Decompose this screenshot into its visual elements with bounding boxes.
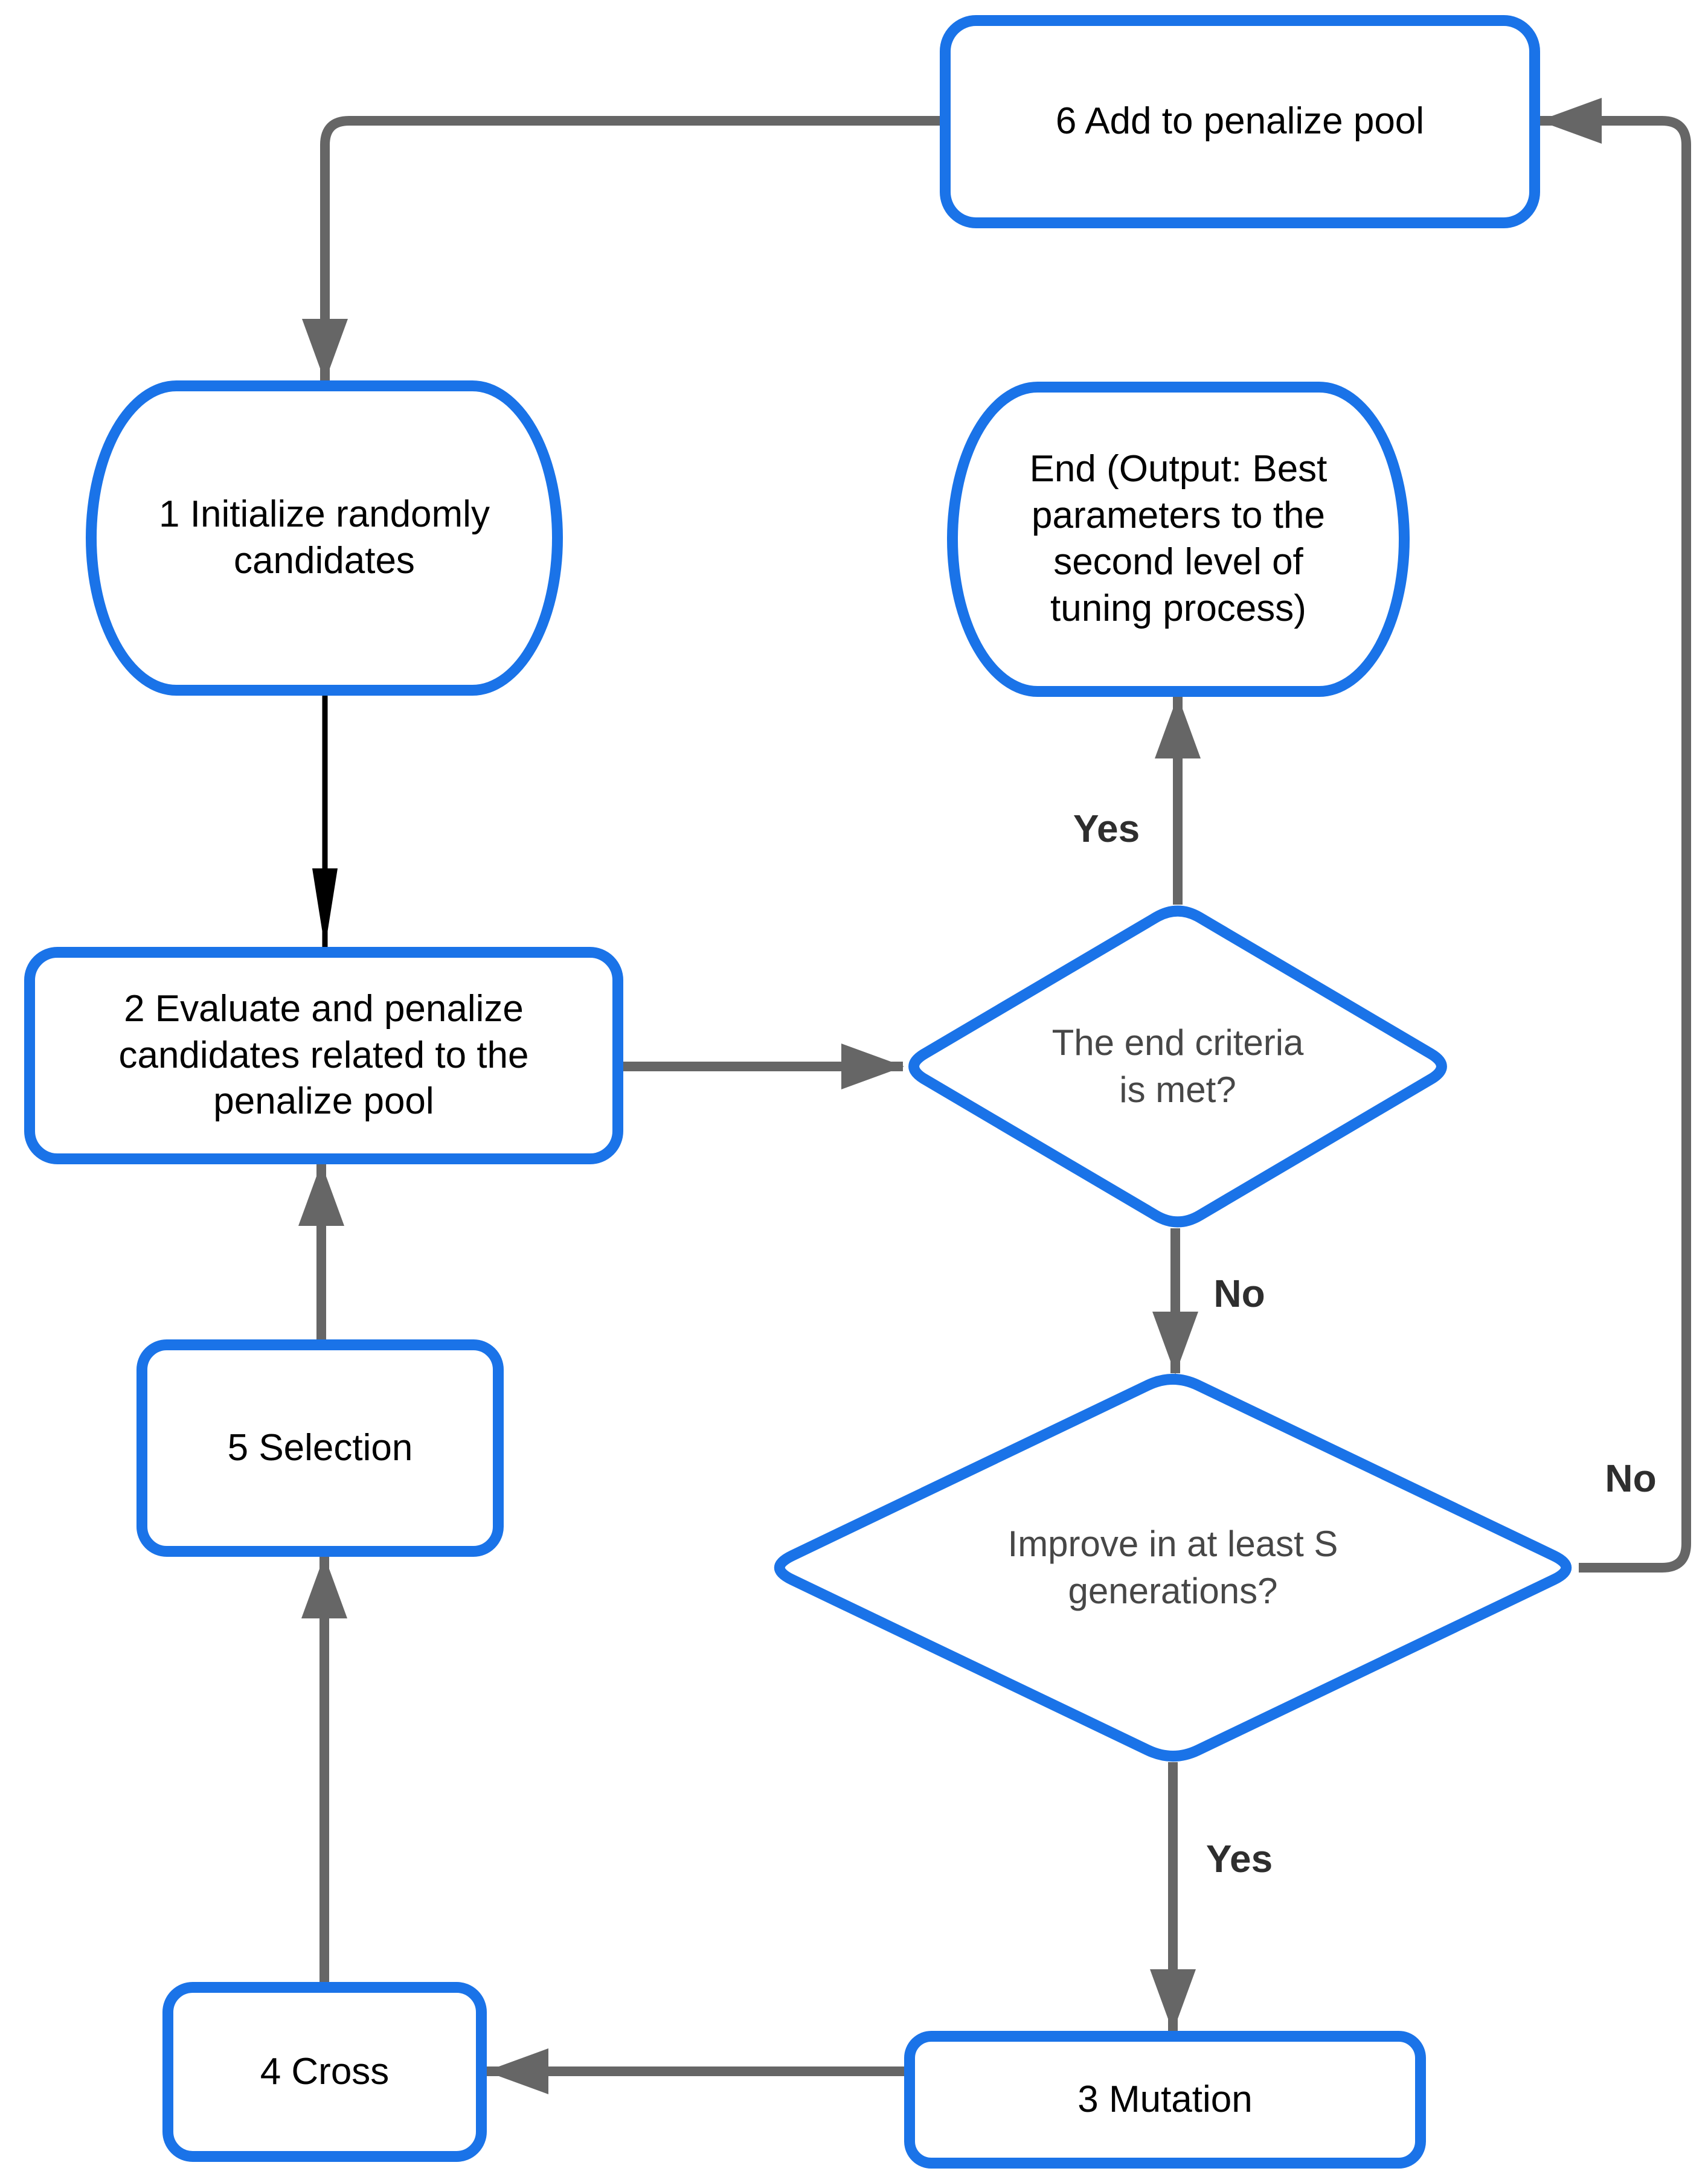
label-line: 2 Evaluate and penalize bbox=[124, 987, 524, 1030]
label-line: 5 Selection bbox=[227, 1426, 413, 1469]
label-line: 4 Cross bbox=[260, 2050, 390, 2092]
node-cross: 4 Cross bbox=[162, 1982, 487, 2162]
node-end-output: End (Output: Best parameters to the seco… bbox=[947, 382, 1410, 697]
improve-label-lines: Improve in at least S generations? bbox=[1008, 1521, 1338, 1615]
label-line: tuning process) bbox=[1050, 587, 1306, 629]
end-criteria-label-lines: The end criteria is met? bbox=[1052, 1019, 1304, 1114]
node-add-to-penalize-pool: 6 Add to penalize pool bbox=[940, 15, 1540, 228]
node-evaluate-and-penalize: 2 Evaluate and penalize candidates relat… bbox=[24, 947, 623, 1164]
edge-improve-to-pool bbox=[1539, 98, 1691, 1573]
node-initialize-label: 1 Initialize randomly candidates bbox=[159, 492, 490, 585]
edge-label-no-to-pool: No bbox=[1605, 1457, 1657, 1500]
node-add-to-penalize-pool-label: 6 Add to penalize pool bbox=[1056, 98, 1424, 145]
node-selection: 5 Selection bbox=[136, 1339, 504, 1557]
label-line: 1 Initialize randomly bbox=[159, 493, 490, 536]
label-line: penalize pool bbox=[213, 1080, 434, 1123]
node-improve-generations-diamond bbox=[774, 1373, 1572, 1762]
edge-pool-to-initialize bbox=[302, 116, 940, 382]
node-initialize-randomly-candidates: 1 Initialize randomly candidates bbox=[86, 380, 563, 696]
node-mutation: 3 Mutation bbox=[904, 2031, 1426, 2169]
node-end-output-label: End (Output: Best parameters to the seco… bbox=[1030, 446, 1328, 632]
label-line: 6 Add to penalize pool bbox=[1055, 100, 1425, 143]
node-evaluate-label: 2 Evaluate and penalize candidates relat… bbox=[118, 986, 528, 1126]
label-line: parameters to the bbox=[1032, 495, 1325, 537]
edge-label-yes-to-end: Yes bbox=[1073, 807, 1140, 850]
label-line: is met? bbox=[1119, 1069, 1236, 1110]
node-selection-label: 5 Selection bbox=[228, 1425, 413, 1472]
label-line: second level of bbox=[1053, 541, 1303, 583]
label-line: End (Output: Best bbox=[1029, 448, 1328, 490]
label-line: candidates related to the bbox=[118, 1034, 529, 1076]
label-line: The end criteria bbox=[1051, 1022, 1304, 1063]
node-end-criteria-diamond bbox=[908, 905, 1447, 1228]
node-cross-label: 4 Cross bbox=[260, 2049, 390, 2095]
label-line: candidates bbox=[234, 540, 415, 582]
edge-label-no-to-improve: No bbox=[1213, 1272, 1265, 1315]
label-line: Improve in at least S bbox=[1007, 1524, 1338, 1564]
edge-label-yes-to-mutation: Yes bbox=[1206, 1837, 1273, 1880]
label-line: generations? bbox=[1068, 1571, 1278, 1611]
label-line: 3 Mutation bbox=[1077, 2078, 1253, 2120]
node-mutation-label: 3 Mutation bbox=[1077, 2077, 1253, 2123]
node-improve-generations-label: Improve in at least S generations? bbox=[871, 1468, 1475, 1667]
node-end-criteria-label: The end criteria is met? bbox=[906, 967, 1450, 1166]
